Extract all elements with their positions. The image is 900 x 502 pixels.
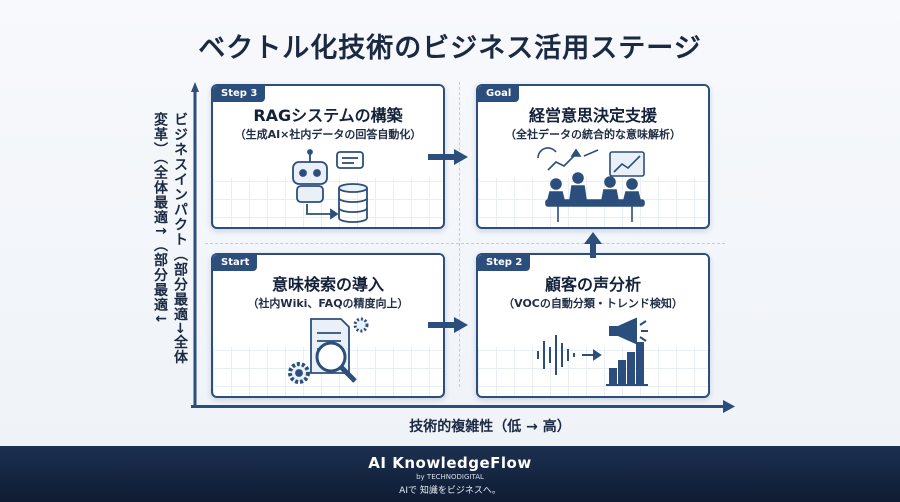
card-title: 顧客の声分析 bbox=[544, 275, 641, 294]
footer-brand: AI KnowledgeFlow bbox=[368, 454, 532, 472]
y-axis-label: ビジネスインパクト（部分最適→全体変革）（全体最適↑（部分最適↓ bbox=[152, 112, 188, 365]
card-tag: Start bbox=[213, 255, 258, 271]
page-title: ベクトル化技術のビジネス活用ステージ bbox=[198, 33, 702, 64]
arrow-right-top bbox=[428, 149, 468, 165]
quadrant-divider-vertical bbox=[459, 82, 460, 387]
arrow-up bbox=[584, 232, 602, 258]
card-title: 経営意思決定支援 bbox=[528, 106, 657, 125]
card-subtitle: （社内Wiki、FAQの精度向上） bbox=[247, 297, 409, 310]
search-document-gear-icon bbox=[288, 317, 369, 384]
business-meeting-icon bbox=[537, 147, 645, 222]
card-subtitle: （全社データの統合的な意味解析） bbox=[505, 128, 681, 141]
y-axis-arrow bbox=[191, 82, 199, 408]
footer-banner: AI KnowledgeFlow by TECHNODIGITAL AIで 知識… bbox=[0, 446, 900, 502]
card-title: 意味検索の導入 bbox=[271, 275, 384, 294]
card-subtitle: （VOCの自動分類・トレンド検知） bbox=[503, 297, 683, 310]
footer-tagline: AIで 知識をビジネスへ。 bbox=[399, 486, 501, 496]
card-tag: Step 2 bbox=[478, 255, 531, 271]
arrow-right-bottom bbox=[428, 317, 468, 333]
voice-wave-megaphone-icon bbox=[537, 317, 648, 386]
footer-byline: by TECHNODIGITAL bbox=[416, 473, 484, 481]
card-step2: Step 2 顧客の声分析 （VOCの自動分類・トレンド検知） bbox=[476, 253, 710, 398]
x-axis-label: 技術的複雑性（低 → 高） bbox=[409, 419, 571, 435]
card-start: Start 意味検索の導入 （社内Wiki、FAQの精度向上） bbox=[211, 253, 445, 398]
card-title: RAGシステムの構築 bbox=[253, 106, 403, 125]
quadrant-divider-horizontal bbox=[205, 243, 725, 244]
x-axis-arrow bbox=[191, 400, 735, 413]
card-goal: Goal 経営意思決定支援 （全社データの統合的な意味解析） bbox=[476, 84, 710, 229]
card-subtitle: （生成AI×社内データの回答自動化） bbox=[234, 128, 422, 141]
robot-database-icon bbox=[292, 149, 368, 223]
card-tag: Step 3 bbox=[213, 86, 266, 102]
card-step3: Step 3 RAGシステムの構築 （生成AI×社内データの回答自動化） bbox=[211, 84, 445, 229]
card-tag: Goal bbox=[478, 86, 520, 102]
